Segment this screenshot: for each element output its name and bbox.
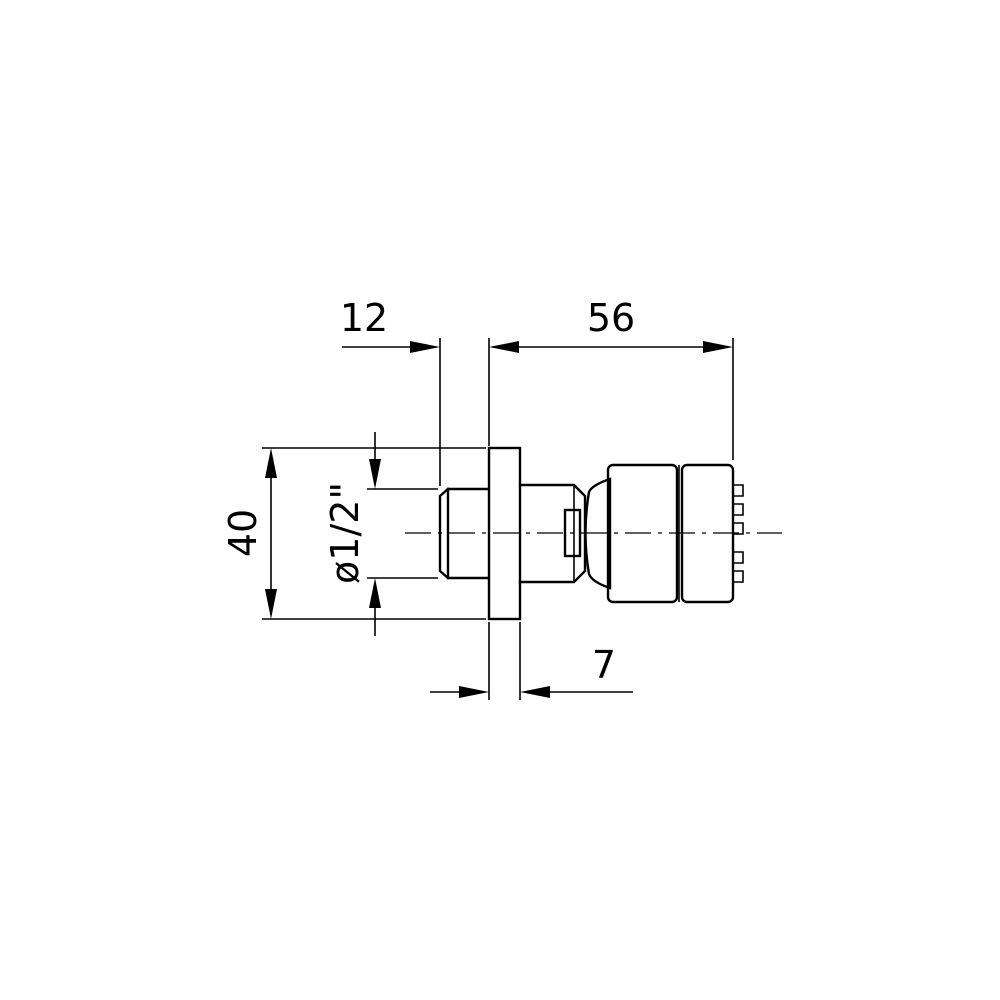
dimension-7-label: 7 [592, 643, 616, 687]
threaded-inlet [438, 487, 489, 580]
dimension-40-label: 40 [221, 509, 265, 557]
dimension-thread-size: ø1/2" [323, 432, 438, 636]
dimension-thread-size-label: ø1/2" [323, 482, 367, 584]
wall-flange [487, 446, 522, 621]
dimension-7: 7 [430, 622, 633, 700]
nozzles [733, 484, 744, 583]
dimension-12-label: 12 [340, 296, 388, 340]
dimension-56: 56 [488, 296, 734, 460]
dimension-40: 40 [221, 447, 486, 620]
dimension-12: 12 [340, 296, 441, 486]
ball-joint [584, 477, 612, 590]
dimension-56-label: 56 [587, 296, 635, 340]
